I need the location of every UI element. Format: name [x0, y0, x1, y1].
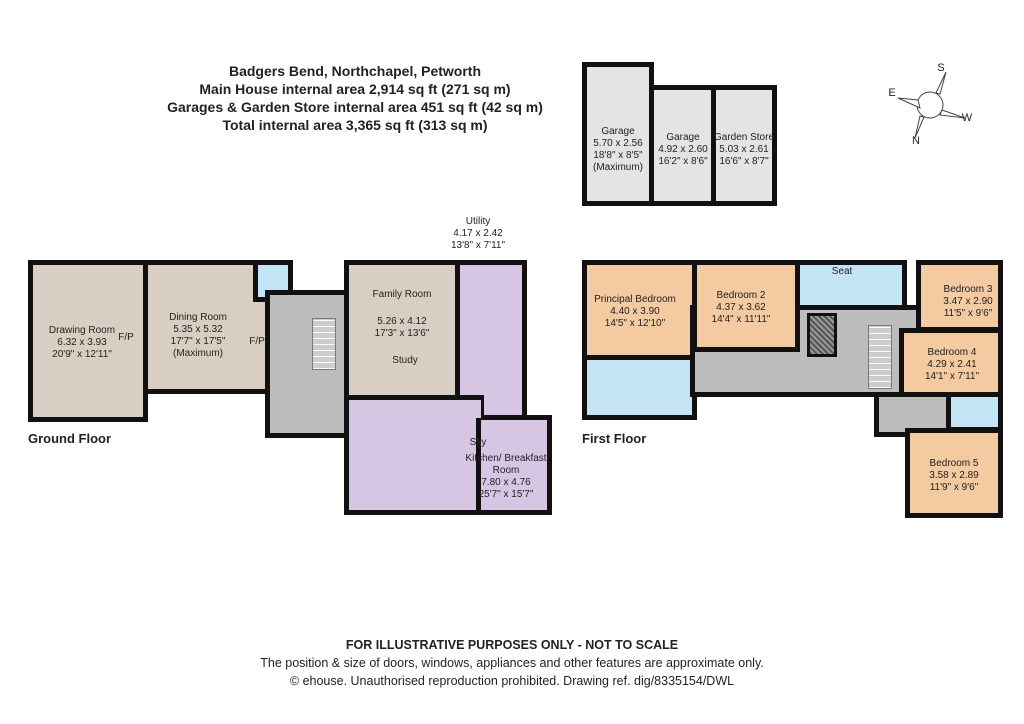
- skylight-label: Sky: [469, 437, 487, 448]
- copyright-text: © ehouse. Unauthorised reproduction proh…: [289, 674, 735, 688]
- main-house-area: Main House internal area 2,914 sq ft (27…: [199, 81, 511, 97]
- garage-1: [582, 62, 654, 206]
- title-block: Badgers Bend, Northchapel, Petworth Main…: [140, 62, 570, 134]
- disclaimer-heading: FOR ILLUSTRATIVE PURPOSES ONLY - NOT TO …: [345, 638, 679, 652]
- footer: FOR ILLUSTRATIVE PURPOSES ONLY - NOT TO …: [0, 636, 1024, 690]
- compass-w: W: [961, 112, 973, 124]
- seat-label: Seat: [831, 266, 853, 277]
- bathroom: [795, 260, 907, 310]
- compass-s: S: [937, 62, 945, 74]
- study-label: Study: [392, 355, 418, 366]
- family-room-label: Family Room: [372, 289, 432, 300]
- property-name: Badgers Bend, Northchapel, Petworth: [228, 63, 482, 79]
- stairs: [312, 318, 336, 370]
- en-suite-principal: [582, 355, 697, 420]
- stairs: [868, 325, 892, 389]
- fireplace-label: F/P: [118, 332, 134, 343]
- compass-e: E: [888, 87, 896, 99]
- fireplace-label: F/P: [249, 336, 265, 347]
- bedroom-5: [905, 428, 1003, 518]
- garages-area: Garages & Garden Store internal area 451…: [167, 99, 543, 115]
- compass-n: N: [912, 135, 920, 147]
- hall: [265, 290, 350, 438]
- compass-icon: S E W N: [880, 60, 990, 150]
- total-area: Total internal area 3,365 sq ft (313 sq …: [222, 117, 488, 133]
- kitchen-right: [476, 415, 552, 515]
- garden-store: [711, 85, 777, 206]
- chimney: [807, 313, 837, 357]
- ground-floor-label: Ground Floor: [28, 431, 112, 446]
- utility: [455, 260, 527, 420]
- disclaimer-text: The position & size of doors, windows, a…: [260, 656, 764, 670]
- garage-2: [649, 85, 716, 206]
- dining-room: [143, 260, 273, 394]
- en-suite-5: [946, 392, 1003, 432]
- first-floor-label: First Floor: [582, 431, 647, 446]
